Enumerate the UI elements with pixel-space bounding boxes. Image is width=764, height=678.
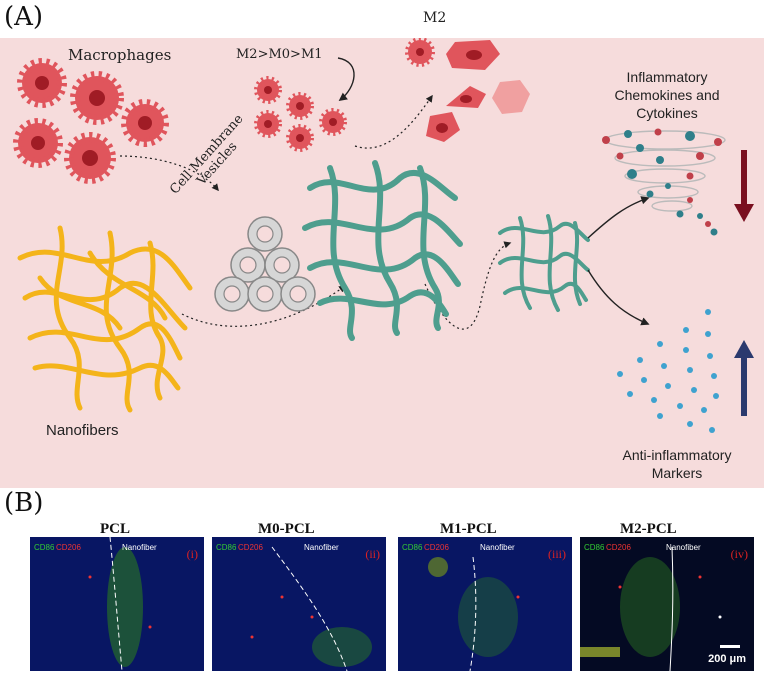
macrophages-label: Macrophages <box>68 46 172 64</box>
legend-nanofiber: Nanofiber <box>122 543 157 552</box>
transition-label: M2>M0>M1 <box>236 47 323 62</box>
micrograph-pcl-texture <box>30 537 204 671</box>
panel-index-ii: (ii) <box>365 547 380 561</box>
panel-title-m2-pcl: M2-PCL <box>620 521 677 537</box>
anti-inflammatory-label: Anti-inflammatory Markers <box>602 446 752 482</box>
schematic-drawing <box>13 38 754 433</box>
panel-index-iii: (iii) <box>548 547 566 561</box>
anti-inflammatory-particles <box>617 309 719 433</box>
decrease-arrow <box>734 150 754 222</box>
anti-inflammatory-line2: Markers <box>651 465 703 481</box>
m2-cells <box>405 38 530 142</box>
panel-index-i: (i) <box>186 547 198 561</box>
panel-a-schematic: Macrophages M2>M0>M1 M2 Cell Membrane Ve… <box>0 10 764 488</box>
micrograph-m1-pcl: CD86 CD206 Nanofiber (iii) <box>398 537 572 671</box>
teal-nanofiber-mesh <box>302 160 463 341</box>
legend-cd86: CD86 <box>402 543 423 552</box>
micrograph-pcl: CD86 CD206 Nanofiber (i) <box>30 537 204 671</box>
small-macrophage-cells <box>254 76 347 152</box>
legend-cd86: CD86 <box>216 543 237 552</box>
legend-cd206: CD206 <box>56 543 81 552</box>
legend-cd86: CD86 <box>584 543 605 552</box>
panel-b-label: (B) <box>4 488 44 518</box>
nanofibers-label: Nanofibers <box>46 422 119 439</box>
legend-cd206: CD206 <box>606 543 631 552</box>
legend-nanofiber: Nanofiber <box>304 543 339 552</box>
panel-title-m1-pcl: M1-PCL <box>440 521 497 537</box>
anti-inflammatory-line1: Anti-inflammatory <box>622 447 732 463</box>
increase-arrow <box>734 340 754 416</box>
legend-cd206: CD206 <box>424 543 449 552</box>
micrograph-m1-texture <box>398 537 572 671</box>
m2-label: M2 <box>423 10 447 26</box>
panel-a-label: (A) <box>4 2 44 32</box>
yellow-nanofiber-mesh <box>17 225 193 413</box>
micrograph-m0-texture <box>212 537 386 671</box>
panel-title-m0-pcl: M0-PCL <box>258 521 315 537</box>
small-teal-nanofiber-mesh <box>498 214 590 312</box>
panel-index-iv: (iv) <box>730 547 748 561</box>
scale-bar-label: 200 μm <box>708 653 746 665</box>
inflammatory-label: Inflammatory Chemokines and Cytokines <box>592 68 742 122</box>
cell-membrane-vesicles <box>214 216 316 312</box>
micrograph-m2-pcl: CD86 CD206 Nanofiber (iv) 200 μm <box>580 537 754 671</box>
legend-cd206: CD206 <box>238 543 263 552</box>
micrograph-m2-texture <box>580 537 754 671</box>
legend-nanofiber: Nanofiber <box>666 543 701 552</box>
cytokine-vortex <box>602 128 726 236</box>
legend-nanofiber: Nanofiber <box>480 543 515 552</box>
inflammatory-line1: Inflammatory <box>626 69 708 85</box>
inflammatory-line3: Cytokines <box>636 105 698 121</box>
legend-cd86: CD86 <box>34 543 55 552</box>
macrophage-cells <box>13 58 169 184</box>
micrograph-m0-pcl: CD86 CD206 Nanofiber (ii) <box>212 537 386 671</box>
inflammatory-line2: Chemokines and <box>614 87 720 103</box>
panel-title-pcl: PCL <box>100 521 130 537</box>
